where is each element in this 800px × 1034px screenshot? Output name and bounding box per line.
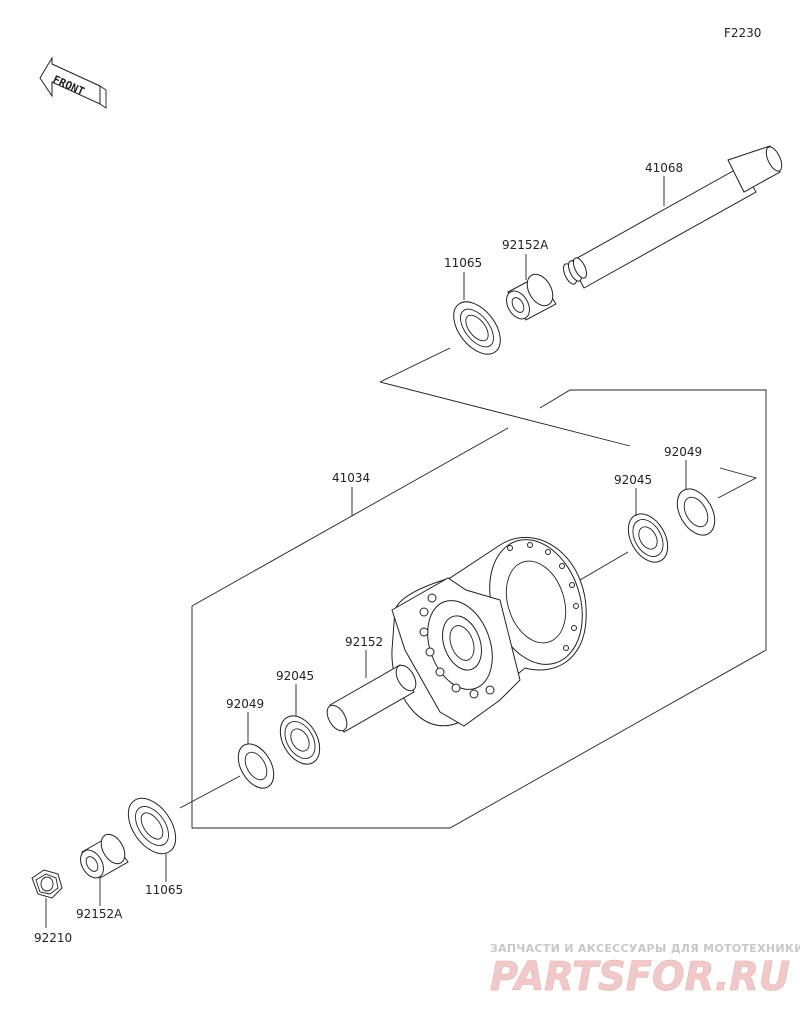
spacer-part: 92152 — [326, 635, 417, 733]
hub-label: 41034 — [332, 471, 370, 485]
seal-upper-label: 11065 — [444, 256, 482, 270]
bearing-left-label: 92045 — [276, 669, 314, 683]
watermark-logo: PARTSFOR.RU — [490, 954, 790, 1000]
nut-label: 92210 — [34, 931, 72, 945]
hub-assembly-bracket — [179, 347, 767, 829]
oil-seal-left-label: 92049 — [226, 697, 264, 711]
axle-part: 41068 — [563, 145, 783, 289]
diagram-code: F2230 — [724, 26, 761, 40]
spacer-label: 92152 — [345, 635, 383, 649]
collar-lower-part: 92152A — [76, 833, 129, 921]
hub-spoke-holes — [507, 542, 579, 651]
hub-part: 41034 — [332, 471, 587, 727]
oil-seal-left-part: 92049 — [226, 697, 275, 789]
seal-lower-part: 11065 — [127, 797, 183, 897]
collar-upper-part: 92152A — [502, 238, 557, 321]
axle-thread — [563, 257, 587, 285]
bearing-right-part: 92045 — [614, 473, 669, 563]
oil-seal-right-label: 92049 — [664, 445, 702, 459]
oil-seal-right-part: 92049 — [664, 445, 716, 536]
bearing-left-part: 92045 — [276, 669, 321, 765]
hub-bolt-holes — [419, 593, 495, 699]
front-arrow-icon: FRONT — [39, 56, 107, 109]
nut-part: 92210 — [31, 869, 72, 945]
seal-lower-label: 11065 — [145, 883, 183, 897]
collar-upper-label: 92152A — [502, 238, 549, 252]
watermark: ЗАПЧАСТИ И АКСЕССУАРЫ ДЛЯ МОТОТЕХНИКИ PA… — [490, 942, 800, 1000]
watermark-caption: ЗАПЧАСТИ И АКСЕССУАРЫ ДЛЯ МОТОТЕХНИКИ — [490, 942, 800, 955]
axle-label: 41068 — [645, 161, 683, 175]
bearing-right-label: 92045 — [614, 473, 652, 487]
collar-lower-label: 92152A — [76, 907, 123, 921]
seal-upper-part: 11065 — [444, 256, 501, 355]
